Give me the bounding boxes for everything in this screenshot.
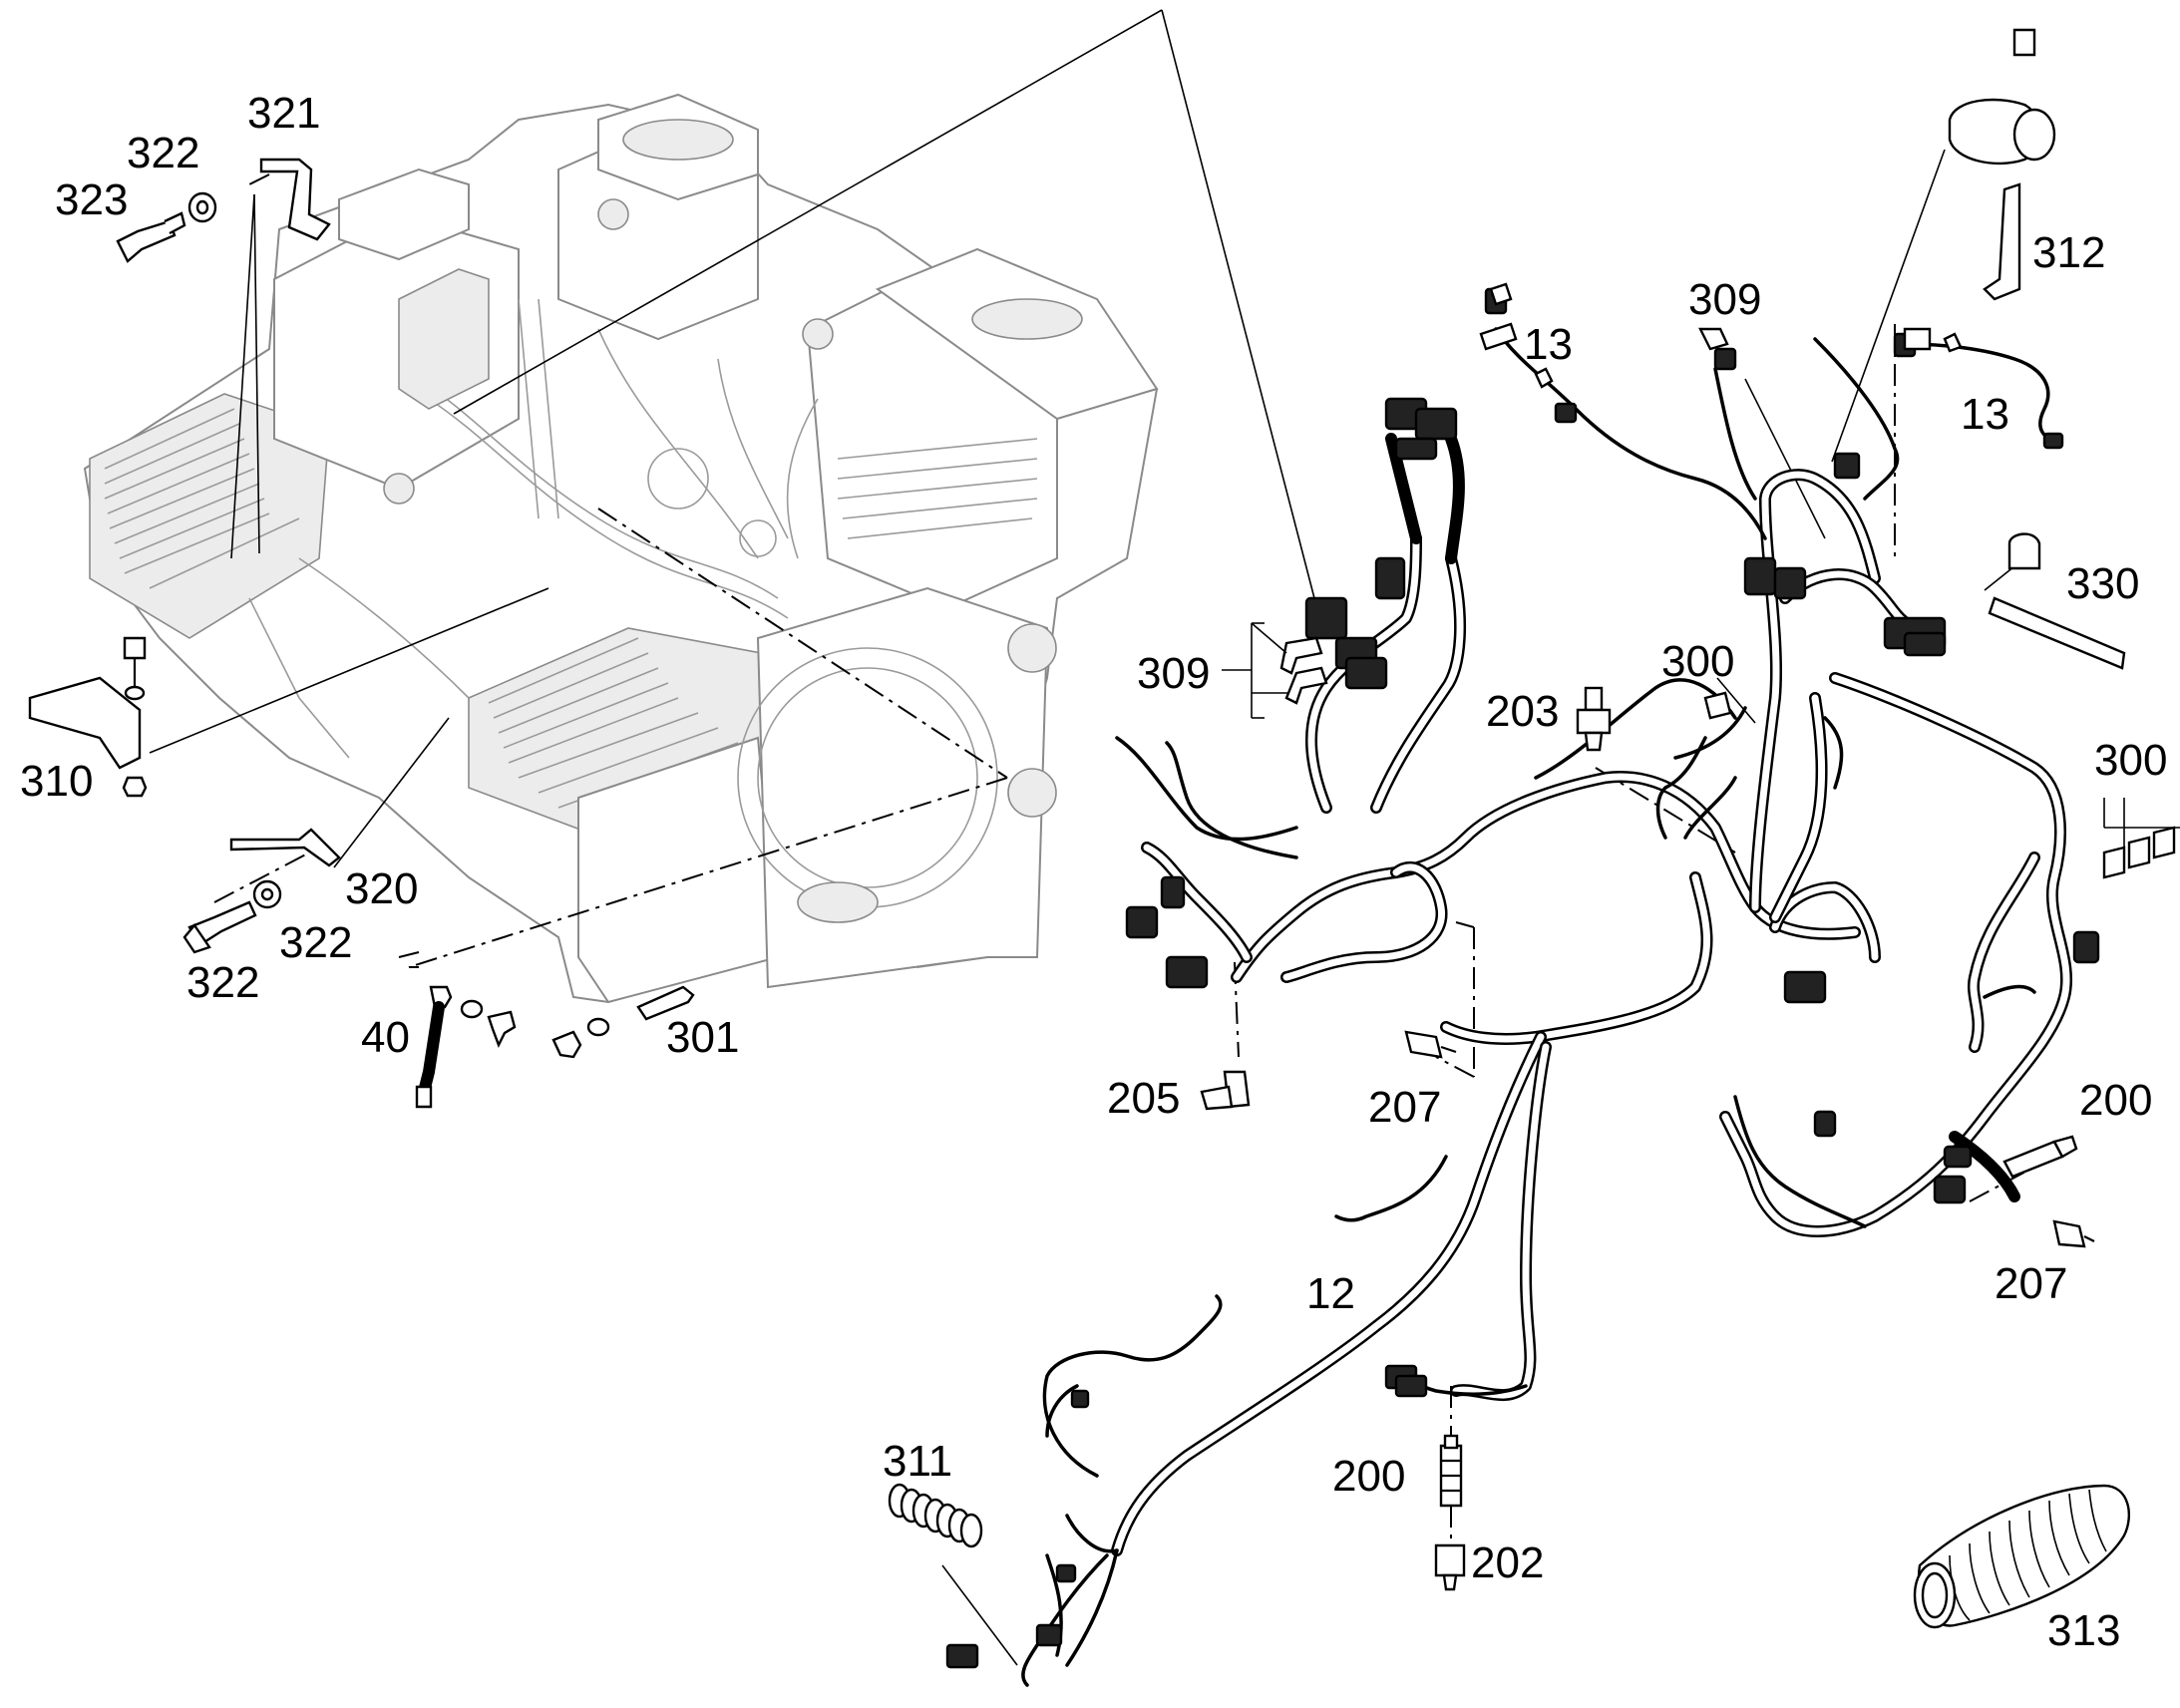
strap-301 [551,985,695,1059]
switch-202 [1434,1543,1466,1591]
label-40: 40 [361,1013,410,1062]
label-301: 301 [666,1013,739,1062]
label-330: 330 [2066,559,2139,608]
label-203: 203 [1486,687,1559,736]
label-322-left: 322 [186,958,259,1007]
label-323: 323 [55,175,128,224]
label-207-left: 207 [1368,1083,1441,1132]
bracket-321 [259,158,331,241]
bolt-310 [122,636,148,798]
label-321: 321 [247,89,320,138]
callout-labels: 321 322 323 310 320 322 322 40 301 309 1… [20,89,2167,1655]
label-309-top: 309 [1688,275,1761,324]
label-300-right: 300 [2094,736,2167,785]
clamp-312 [1948,28,2056,301]
label-322-top: 322 [127,129,199,177]
sensor-200-right [2002,1135,2078,1179]
label-200-right: 200 [2079,1076,2152,1125]
tube-313 [1913,1484,2131,1629]
label-313: 313 [2047,1606,2120,1655]
switch-203 [1576,686,1612,752]
sensor-200-bottom [1439,1434,1463,1508]
sensor-207-right [2052,1219,2095,1248]
label-312: 312 [2032,228,2105,277]
cover-310 [28,676,142,770]
machine-frame [83,93,1159,1004]
holder-330 [1988,532,2126,670]
label-309-left: 309 [1137,649,1210,698]
label-205: 205 [1107,1074,1180,1123]
sensor-207-left [1404,1030,1457,1059]
clip-309-top [1698,327,1729,351]
label-320: 320 [345,864,418,913]
assembly-lines [213,173,2045,1565]
brackets-300-right [2102,826,2176,879]
label-207-right: 207 [1995,1259,2067,1308]
label-202: 202 [1471,1538,1544,1587]
label-311: 311 [883,1437,952,1486]
bracket-300-center [1703,691,1732,720]
label-322-right: 322 [279,918,352,967]
connectors [945,287,2100,1669]
bolt-322 [182,900,257,954]
thin-wires [1021,327,2056,1687]
bolt-323 [116,211,186,263]
label-300-center: 300 [1661,637,1734,686]
bracket-320 [229,828,341,867]
label-200-bottom: 200 [1332,1452,1405,1501]
sensor-13-left [1479,282,1554,389]
ground-cable-40 [415,985,517,1109]
sensor-13-right [1903,327,1963,353]
label-13-left: 13 [1524,320,1573,369]
washer-322-top [187,191,217,223]
washer-322-bottom [252,879,282,909]
label-13-right: 13 [1961,390,2009,439]
main-harness-12 [1111,433,2073,1556]
clips-309-left [1251,622,1328,705]
spring-311 [888,1483,983,1548]
label-310: 310 [20,757,93,806]
label-12: 12 [1306,1269,1355,1318]
sensor-205 [1200,1070,1251,1111]
